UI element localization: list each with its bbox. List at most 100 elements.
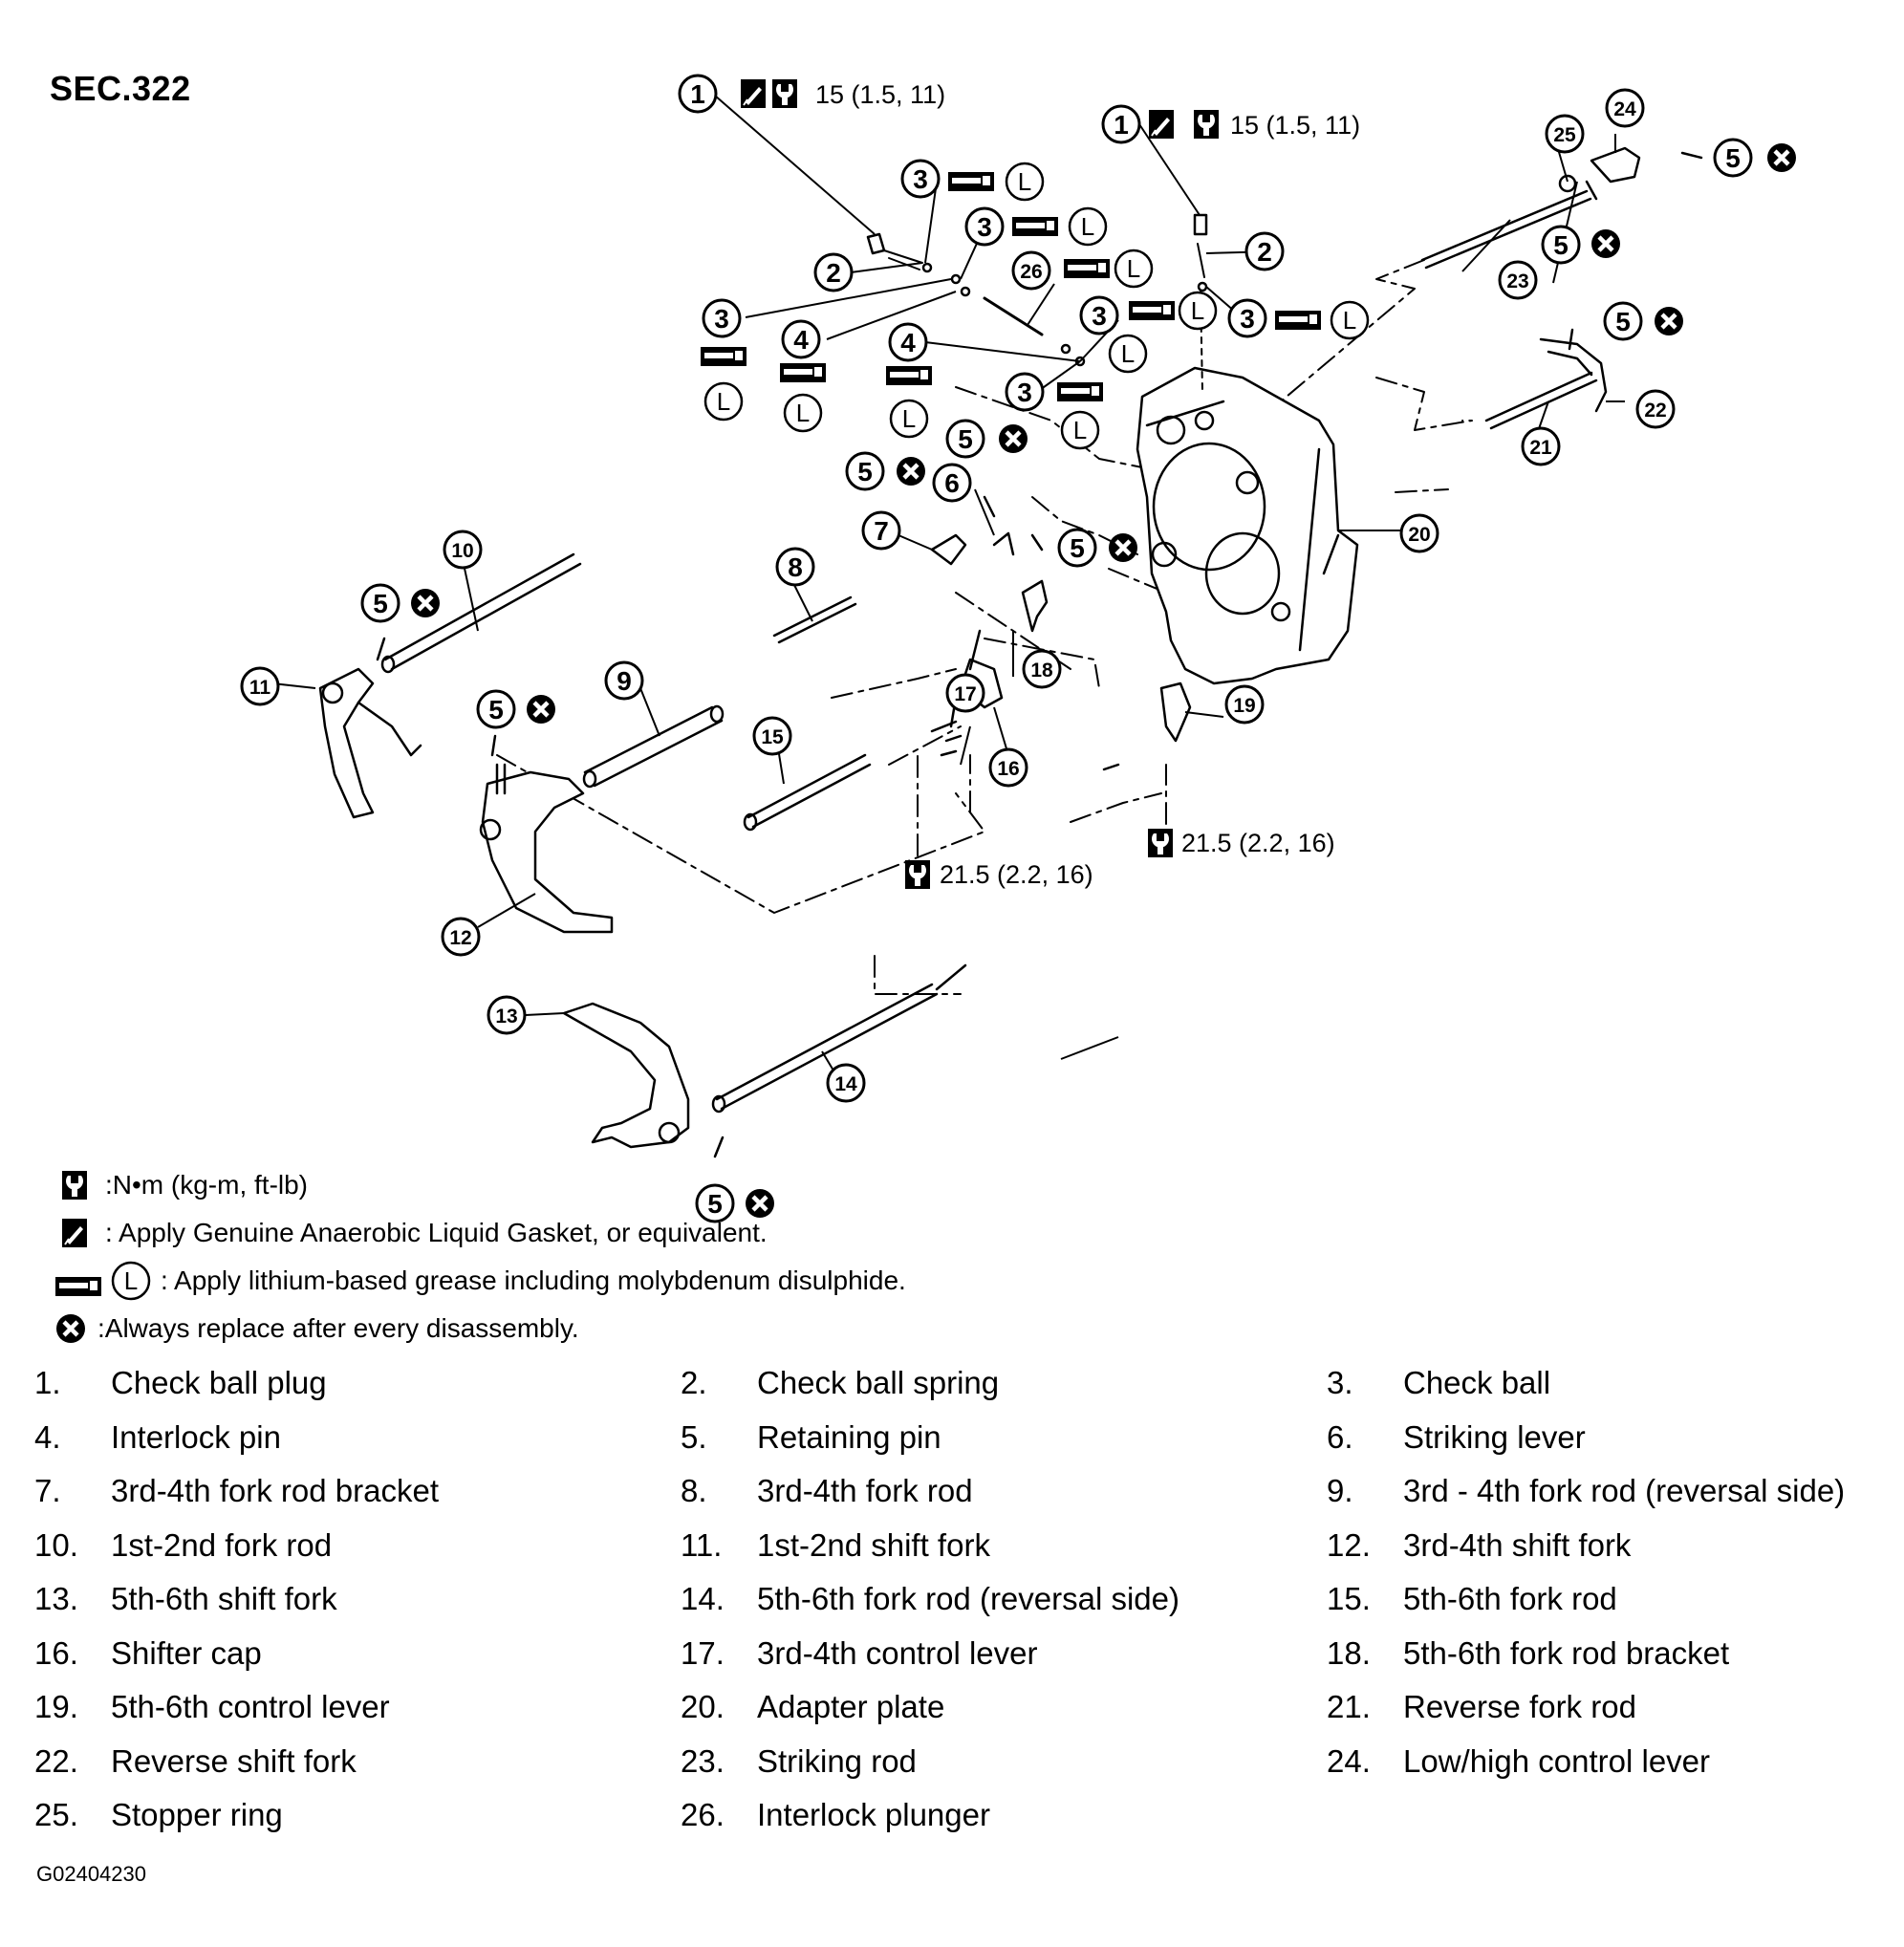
callout-number: 5: [1725, 143, 1741, 173]
callout-circle: [845, 451, 885, 491]
part-item: 21. Reverse fork rod: [1327, 1689, 1636, 1725]
part-number: 5.: [681, 1418, 707, 1455]
callout-circle: [1603, 301, 1643, 341]
callout-circle: [1101, 104, 1141, 144]
part-item: 18.5th-6th fork rod bracket: [1327, 1635, 1729, 1672]
legend-replace: :Always replace after every disassembly.: [50, 1305, 1197, 1352]
callout-circle: [240, 666, 280, 706]
part-item: 3. Check ball: [1327, 1365, 1550, 1401]
part-name: 3rd-4th shift fork: [1403, 1526, 1632, 1563]
callout-number: 15: [761, 726, 784, 748]
grease-l-circle: [783, 393, 823, 433]
part-name: Stopper ring: [111, 1797, 283, 1832]
part-number: 21.: [1327, 1689, 1371, 1724]
callout-circle: [932, 463, 972, 503]
part-item: 7. 3rd-4th fork rod bracket: [34, 1473, 439, 1509]
part-item: 19. 5th-6th control lever: [34, 1689, 390, 1725]
part-number: 25.: [34, 1797, 78, 1832]
legend-replace-text: :Always replace after every disassembly.: [97, 1313, 579, 1343]
torque-label-1a: 15 (1.5, 11): [815, 80, 945, 109]
part-number: 4.: [34, 1418, 61, 1455]
part-item: 10.1st-2nd fork rod: [34, 1527, 332, 1564]
part-item: 23.Striking rod: [681, 1743, 917, 1780]
legend-grease: L : Apply lithium-based grease including…: [50, 1257, 1197, 1305]
torque-label-1b: 15 (1.5, 11): [1230, 111, 1360, 140]
grease-l-circle: [1005, 162, 1045, 202]
part-name: 3rd-4th fork rod bracket: [111, 1473, 439, 1508]
callout-circle: [1244, 231, 1285, 271]
part-number: 7.: [34, 1473, 61, 1508]
grease-l-letter: L: [1191, 296, 1204, 325]
callout-circle: [826, 1063, 866, 1103]
callout-circle: [1224, 684, 1265, 725]
part-number: 3.: [1327, 1365, 1353, 1400]
callout-circle: [888, 322, 928, 362]
callout-number: 16: [997, 758, 1019, 780]
callout-circle: [476, 689, 516, 729]
callout-number: 1: [690, 79, 705, 109]
callout-circle: [813, 252, 854, 292]
callout-circle: [1545, 114, 1585, 154]
part-item: 17.3rd-4th control lever: [681, 1635, 1037, 1672]
replace-x-icon: [50, 1309, 92, 1348]
callout-number: 2: [826, 258, 841, 288]
callout-circle: [1079, 295, 1119, 335]
part-number: 16.: [34, 1634, 78, 1671]
part-name: Low/high control lever: [1403, 1742, 1711, 1779]
callout-circle: [678, 74, 718, 114]
callout-circle: [781, 319, 821, 359]
callout-number: 20: [1408, 524, 1430, 546]
grease-l-letter: L: [1018, 167, 1031, 196]
part-name: Check ball spring: [757, 1365, 1000, 1400]
callout-circle: [441, 917, 481, 957]
callout-number: 26: [1020, 261, 1042, 283]
part-item: 15.5th-6th fork rod: [1327, 1581, 1617, 1617]
callout-number: 10: [451, 540, 473, 562]
part-name: Check ball: [1403, 1365, 1551, 1400]
part-name: 1st-2nd shift fork: [757, 1526, 990, 1563]
callout-number: 22: [1644, 400, 1666, 422]
part-name: 3rd - 4th fork rod (reversal side): [1403, 1473, 1846, 1508]
legend-gasket-text: : Apply Genuine Anaerobic Liquid Gasket,…: [105, 1218, 768, 1247]
callout-number: 4: [793, 325, 809, 355]
callout-number: 13: [495, 1006, 517, 1028]
callout-number: 9: [617, 666, 632, 696]
legend-torque-text: :N•m (kg-m, ft-lb): [105, 1170, 309, 1200]
callout-number: 1: [1114, 110, 1129, 140]
callout-circle: [1022, 649, 1062, 689]
callout-number: 14: [834, 1073, 857, 1095]
callout-circle: [1541, 225, 1581, 265]
callout-number: 5: [1553, 230, 1569, 260]
part-item: 26.Interlock plunger: [681, 1797, 990, 1833]
torque-label-19: 21.5 (2.2, 16): [1181, 829, 1335, 857]
callout-number: 3: [977, 212, 992, 242]
grease-l-letter: L: [902, 404, 916, 433]
callout-circle: [861, 510, 901, 551]
part-item: 1.Check ball plug: [34, 1365, 327, 1401]
part-item: 6.Striking lever: [1327, 1419, 1586, 1456]
callout-number: 3: [1240, 304, 1255, 334]
grease-l-letter: L: [796, 399, 810, 427]
part-number: 18.: [1327, 1634, 1371, 1671]
callout-number: 17: [954, 683, 976, 705]
part-number: 19.: [34, 1689, 78, 1724]
callout-number: 4: [900, 328, 916, 357]
callout-number: 6: [944, 468, 960, 498]
part-name: Retaining pin: [757, 1418, 941, 1455]
part-name: Reverse fork rod: [1403, 1689, 1636, 1724]
part-name: Check ball plug: [111, 1365, 327, 1400]
callout-number: 5: [1615, 307, 1631, 336]
callout-circle: [964, 206, 1005, 247]
section-label: SEC.322: [50, 69, 191, 108]
grease-l-circle: [1060, 410, 1100, 450]
part-number: 14.: [681, 1581, 725, 1616]
part-number: 13.: [34, 1581, 78, 1616]
callout-circle: [1011, 250, 1051, 291]
grease-gun-icon: L: [55, 1261, 151, 1301]
callout-number: 21: [1529, 437, 1552, 459]
part-name: 5th-6th control lever: [111, 1689, 390, 1724]
part-number: 26.: [681, 1797, 725, 1832]
part-name: 5th-6th fork rod (reversal side): [757, 1581, 1180, 1616]
symbol-legend: :N•m (kg-m, ft-lb) : Apply Genuine Anaer…: [50, 1161, 1197, 1352]
